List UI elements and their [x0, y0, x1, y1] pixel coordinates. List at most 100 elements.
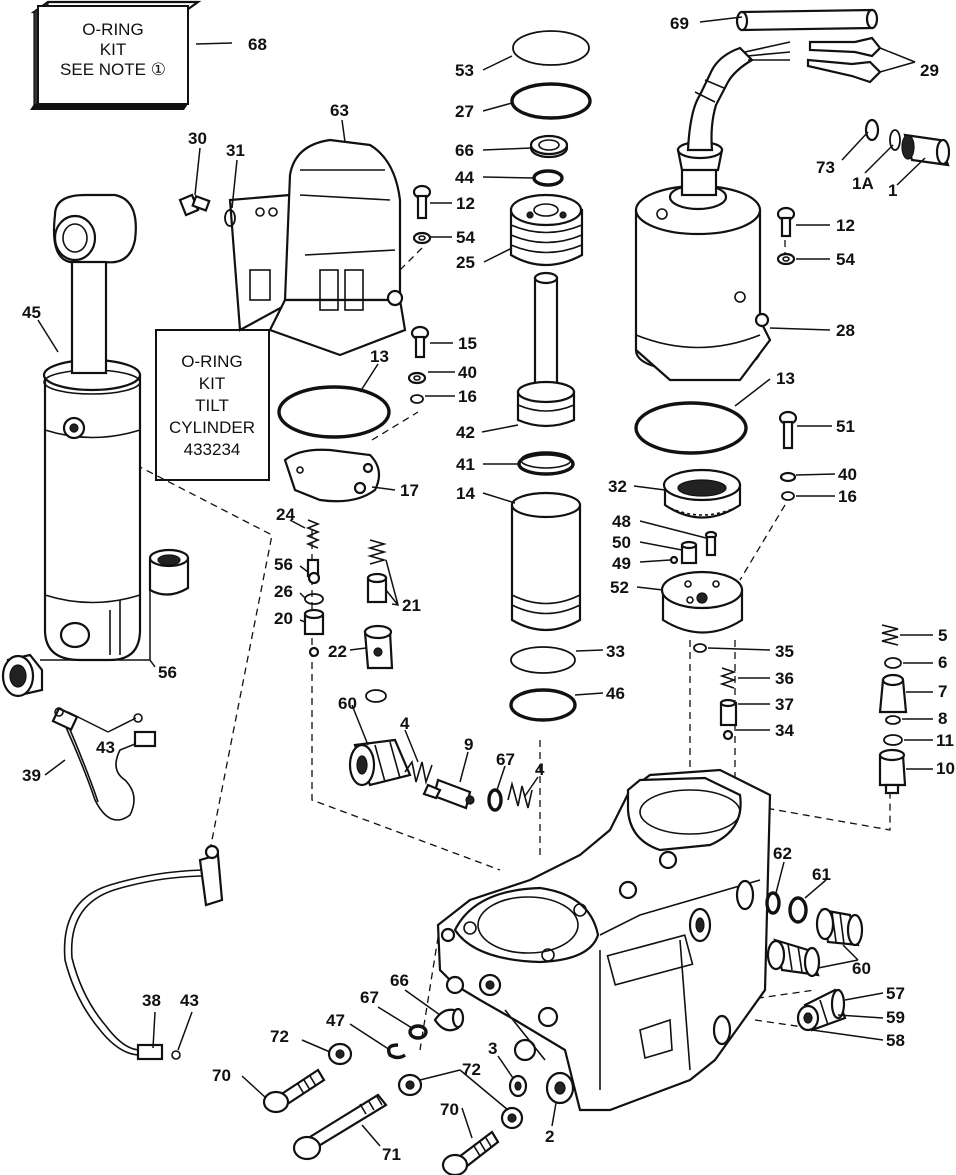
- screw-15: [410, 325, 430, 359]
- oring-67-upper: [487, 788, 503, 812]
- label-51: 51: [836, 417, 855, 436]
- label-66-top: 66: [455, 141, 474, 160]
- oring-27: [510, 82, 592, 120]
- label-34: 34: [775, 721, 794, 740]
- label-11: 11: [936, 731, 954, 750]
- oring-13-left: [277, 385, 391, 439]
- ball-34: [722, 729, 734, 741]
- spring-5: [881, 624, 899, 646]
- label-36: 36: [775, 669, 794, 688]
- seat-20: [303, 608, 325, 636]
- washer-16-right: [781, 491, 795, 501]
- pump-housing: [436, 768, 772, 1112]
- oring-11: [883, 734, 903, 746]
- washer-73: [864, 118, 880, 142]
- check-valve-50: [680, 540, 698, 565]
- washer-40-right: [779, 471, 797, 483]
- valve-10: [878, 748, 907, 795]
- valve-60-upper: [815, 907, 864, 947]
- label-59: 59: [886, 1008, 905, 1027]
- label-27: 27: [455, 102, 474, 121]
- label-46: 46: [606, 684, 625, 703]
- label-21: 21: [402, 596, 421, 615]
- label-31: 31: [226, 141, 245, 160]
- oring-53: [512, 30, 590, 66]
- label-13-left: 13: [370, 347, 389, 366]
- label-14: 14: [456, 484, 475, 503]
- screw-12-right: [776, 206, 796, 238]
- oring-61: [788, 896, 808, 924]
- label-53: 53: [455, 61, 474, 80]
- label-24: 24: [276, 505, 295, 524]
- hydraulic-line-39: [51, 706, 157, 821]
- valve-body-60-left: [348, 738, 412, 787]
- oring-1a: [889, 129, 901, 151]
- valve-7: [878, 673, 908, 714]
- label-22: 22: [328, 642, 347, 661]
- tilt-box-line-5: 433234: [184, 440, 241, 459]
- plug-57-59-58: [796, 988, 847, 1032]
- oring-31: [224, 209, 236, 227]
- label-54-right: 54: [836, 250, 855, 269]
- plate-17: [283, 448, 381, 503]
- top-box-line-3: SEE NOTE ①: [60, 60, 166, 79]
- reference-labels: 68 69 29 53 27 66 44 63 30 31 12 54 25 7…: [22, 14, 955, 1164]
- bolt-71: [292, 1093, 388, 1161]
- cylinder-sleeve-14: [510, 491, 582, 631]
- tilt-box-line-4: CYLINDER: [169, 418, 255, 437]
- piston-rod-42: [516, 271, 576, 428]
- label-15: 15: [458, 334, 477, 353]
- label-2: 2: [545, 1127, 554, 1146]
- label-40-left: 40: [458, 363, 477, 382]
- ball-56: [307, 571, 321, 585]
- washer-54-right: [776, 252, 796, 266]
- label-12-right: 12: [836, 216, 855, 235]
- label-57: 57: [886, 984, 905, 1003]
- washer-54-left: [412, 231, 432, 245]
- spring-36: [719, 667, 737, 689]
- tilt-cylinder: [42, 193, 142, 662]
- label-28: 28: [836, 321, 855, 340]
- label-40-right: 40: [838, 465, 857, 484]
- top-box-line-2: KIT: [100, 40, 126, 59]
- label-4-left: 4: [400, 714, 410, 733]
- leader-lines: [37, 16, 933, 1147]
- pump-body-52: [660, 570, 744, 634]
- label-38: 38: [142, 991, 161, 1010]
- valve-22: [363, 624, 394, 670]
- label-5: 5: [938, 626, 947, 645]
- clip-47: [386, 1043, 406, 1060]
- label-52: 52: [610, 578, 629, 597]
- motor-cover-63: [228, 138, 407, 357]
- label-73: 73: [816, 158, 835, 177]
- screw-30: [178, 193, 211, 217]
- screw-51: [778, 410, 798, 450]
- oring-46: [509, 688, 577, 722]
- label-20: 20: [274, 609, 293, 628]
- oring-6: [884, 657, 902, 669]
- label-48: 48: [612, 512, 631, 531]
- label-3: 3: [488, 1039, 497, 1058]
- top-box-line-1: O-RING: [82, 20, 143, 39]
- label-12-left: 12: [456, 194, 475, 213]
- washer-72-b: [397, 1073, 423, 1097]
- label-63: 63: [330, 101, 349, 120]
- label-68: 68: [248, 35, 267, 54]
- label-45: 45: [22, 303, 41, 322]
- spring-24: [305, 519, 321, 578]
- oring-33: [510, 646, 576, 674]
- bolt-70-bottom: [441, 1130, 500, 1175]
- ball-20: [308, 646, 320, 658]
- label-16-right: 16: [838, 487, 857, 506]
- washer-2: [545, 1071, 575, 1105]
- label-67-upper: 67: [496, 750, 515, 769]
- washer-16-left: [410, 394, 424, 404]
- label-13-right: 13: [776, 369, 795, 388]
- label-58: 58: [886, 1031, 905, 1050]
- label-37: 37: [775, 695, 794, 714]
- label-60-right: 60: [852, 959, 871, 978]
- sleeve-69: [735, 8, 879, 32]
- label-62: 62: [773, 844, 792, 863]
- label-30: 30: [188, 129, 207, 148]
- label-32: 32: [608, 477, 627, 496]
